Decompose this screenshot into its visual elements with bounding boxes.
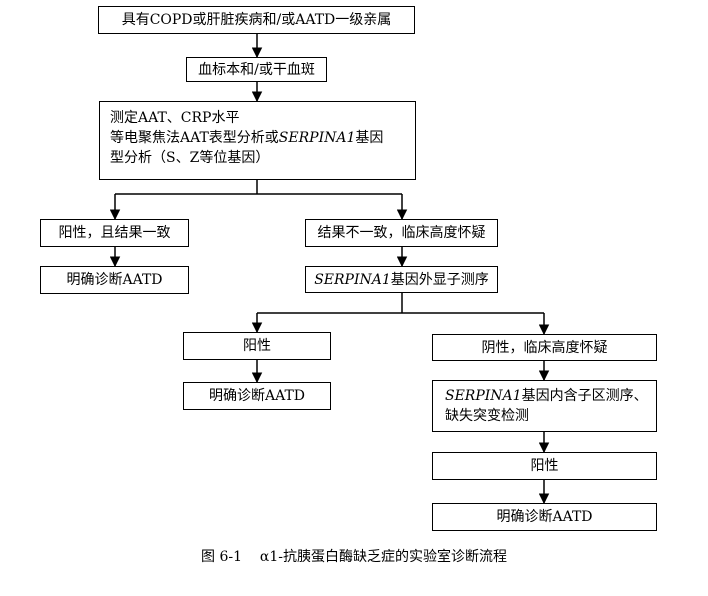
positive-diagnosis-text: 明确诊断AATD — [208, 388, 306, 404]
intron-line-2: 缺失突变检测 — [445, 408, 529, 424]
tests-line-3: 型分析（S、Z等位基因） — [110, 150, 270, 166]
right-condition-box: 结果不一致，临床高度怀疑 — [305, 219, 498, 247]
gene-name: SERPINA1 — [278, 130, 356, 146]
intron-line-1: SERPINA1基因内含子区测序、 — [445, 388, 648, 404]
positive-box: 阳性 — [183, 332, 331, 360]
left-diagnosis-box: 明确诊断AATD — [40, 266, 189, 294]
exon-sequencing-text: SERPINA1基因外显子测序 — [314, 271, 489, 288]
positive-diagnosis-box: 明确诊断AATD — [183, 382, 331, 410]
final-positive-box: 阳性 — [432, 452, 657, 480]
final-positive-text: 阳性 — [530, 458, 559, 474]
left-condition-text: 阳性，且结果一致 — [58, 225, 171, 241]
start-text: 具有COPD或肝脏疾病和/或AATD一级亲属 — [121, 12, 392, 28]
left-diagnosis-text: 明确诊断AATD — [66, 272, 163, 288]
figure-caption: 图 6-1 α1-抗胰蛋白酶缺乏症的实验室诊断流程 — [0, 546, 708, 566]
gene-name: SERPINA1 — [445, 388, 522, 404]
start-box: 具有COPD或肝脏疾病和/或AATD一级亲属 — [98, 6, 415, 34]
exon-sequencing-box: SERPINA1基因外显子测序 — [305, 266, 498, 293]
sample-text: 血标本和/或干血斑 — [198, 61, 315, 78]
intron-sequencing-box: SERPINA1基因内含子区测序、 缺失突变检测 — [432, 380, 657, 432]
tests-line-1: 测定AAT、CRP水平 — [110, 110, 240, 126]
final-diagnosis-box: 明确诊断AATD — [432, 503, 657, 531]
tests-line-2: 等电聚焦法AAT表型分析或SERPINA1基因 — [110, 130, 384, 146]
gene-name: SERPINA1 — [314, 271, 391, 288]
caption-label: 图 6-1 — [201, 549, 243, 565]
negative-text: 阴性，临床高度怀疑 — [481, 339, 608, 356]
left-condition-box: 阳性，且结果一致 — [40, 219, 189, 247]
positive-text: 阳性 — [243, 338, 271, 354]
negative-box: 阴性，临床高度怀疑 — [432, 334, 657, 361]
sample-box: 血标本和/或干血斑 — [186, 57, 327, 82]
tests-box: 测定AAT、CRP水平 等电聚焦法AAT表型分析或SERPINA1基因 型分析（… — [99, 101, 416, 180]
caption-title: α1-抗胰蛋白酶缺乏症的实验室诊断流程 — [259, 549, 507, 565]
final-diagnosis-text: 明确诊断AATD — [496, 509, 593, 525]
right-condition-text: 结果不一致，临床高度怀疑 — [317, 225, 486, 241]
